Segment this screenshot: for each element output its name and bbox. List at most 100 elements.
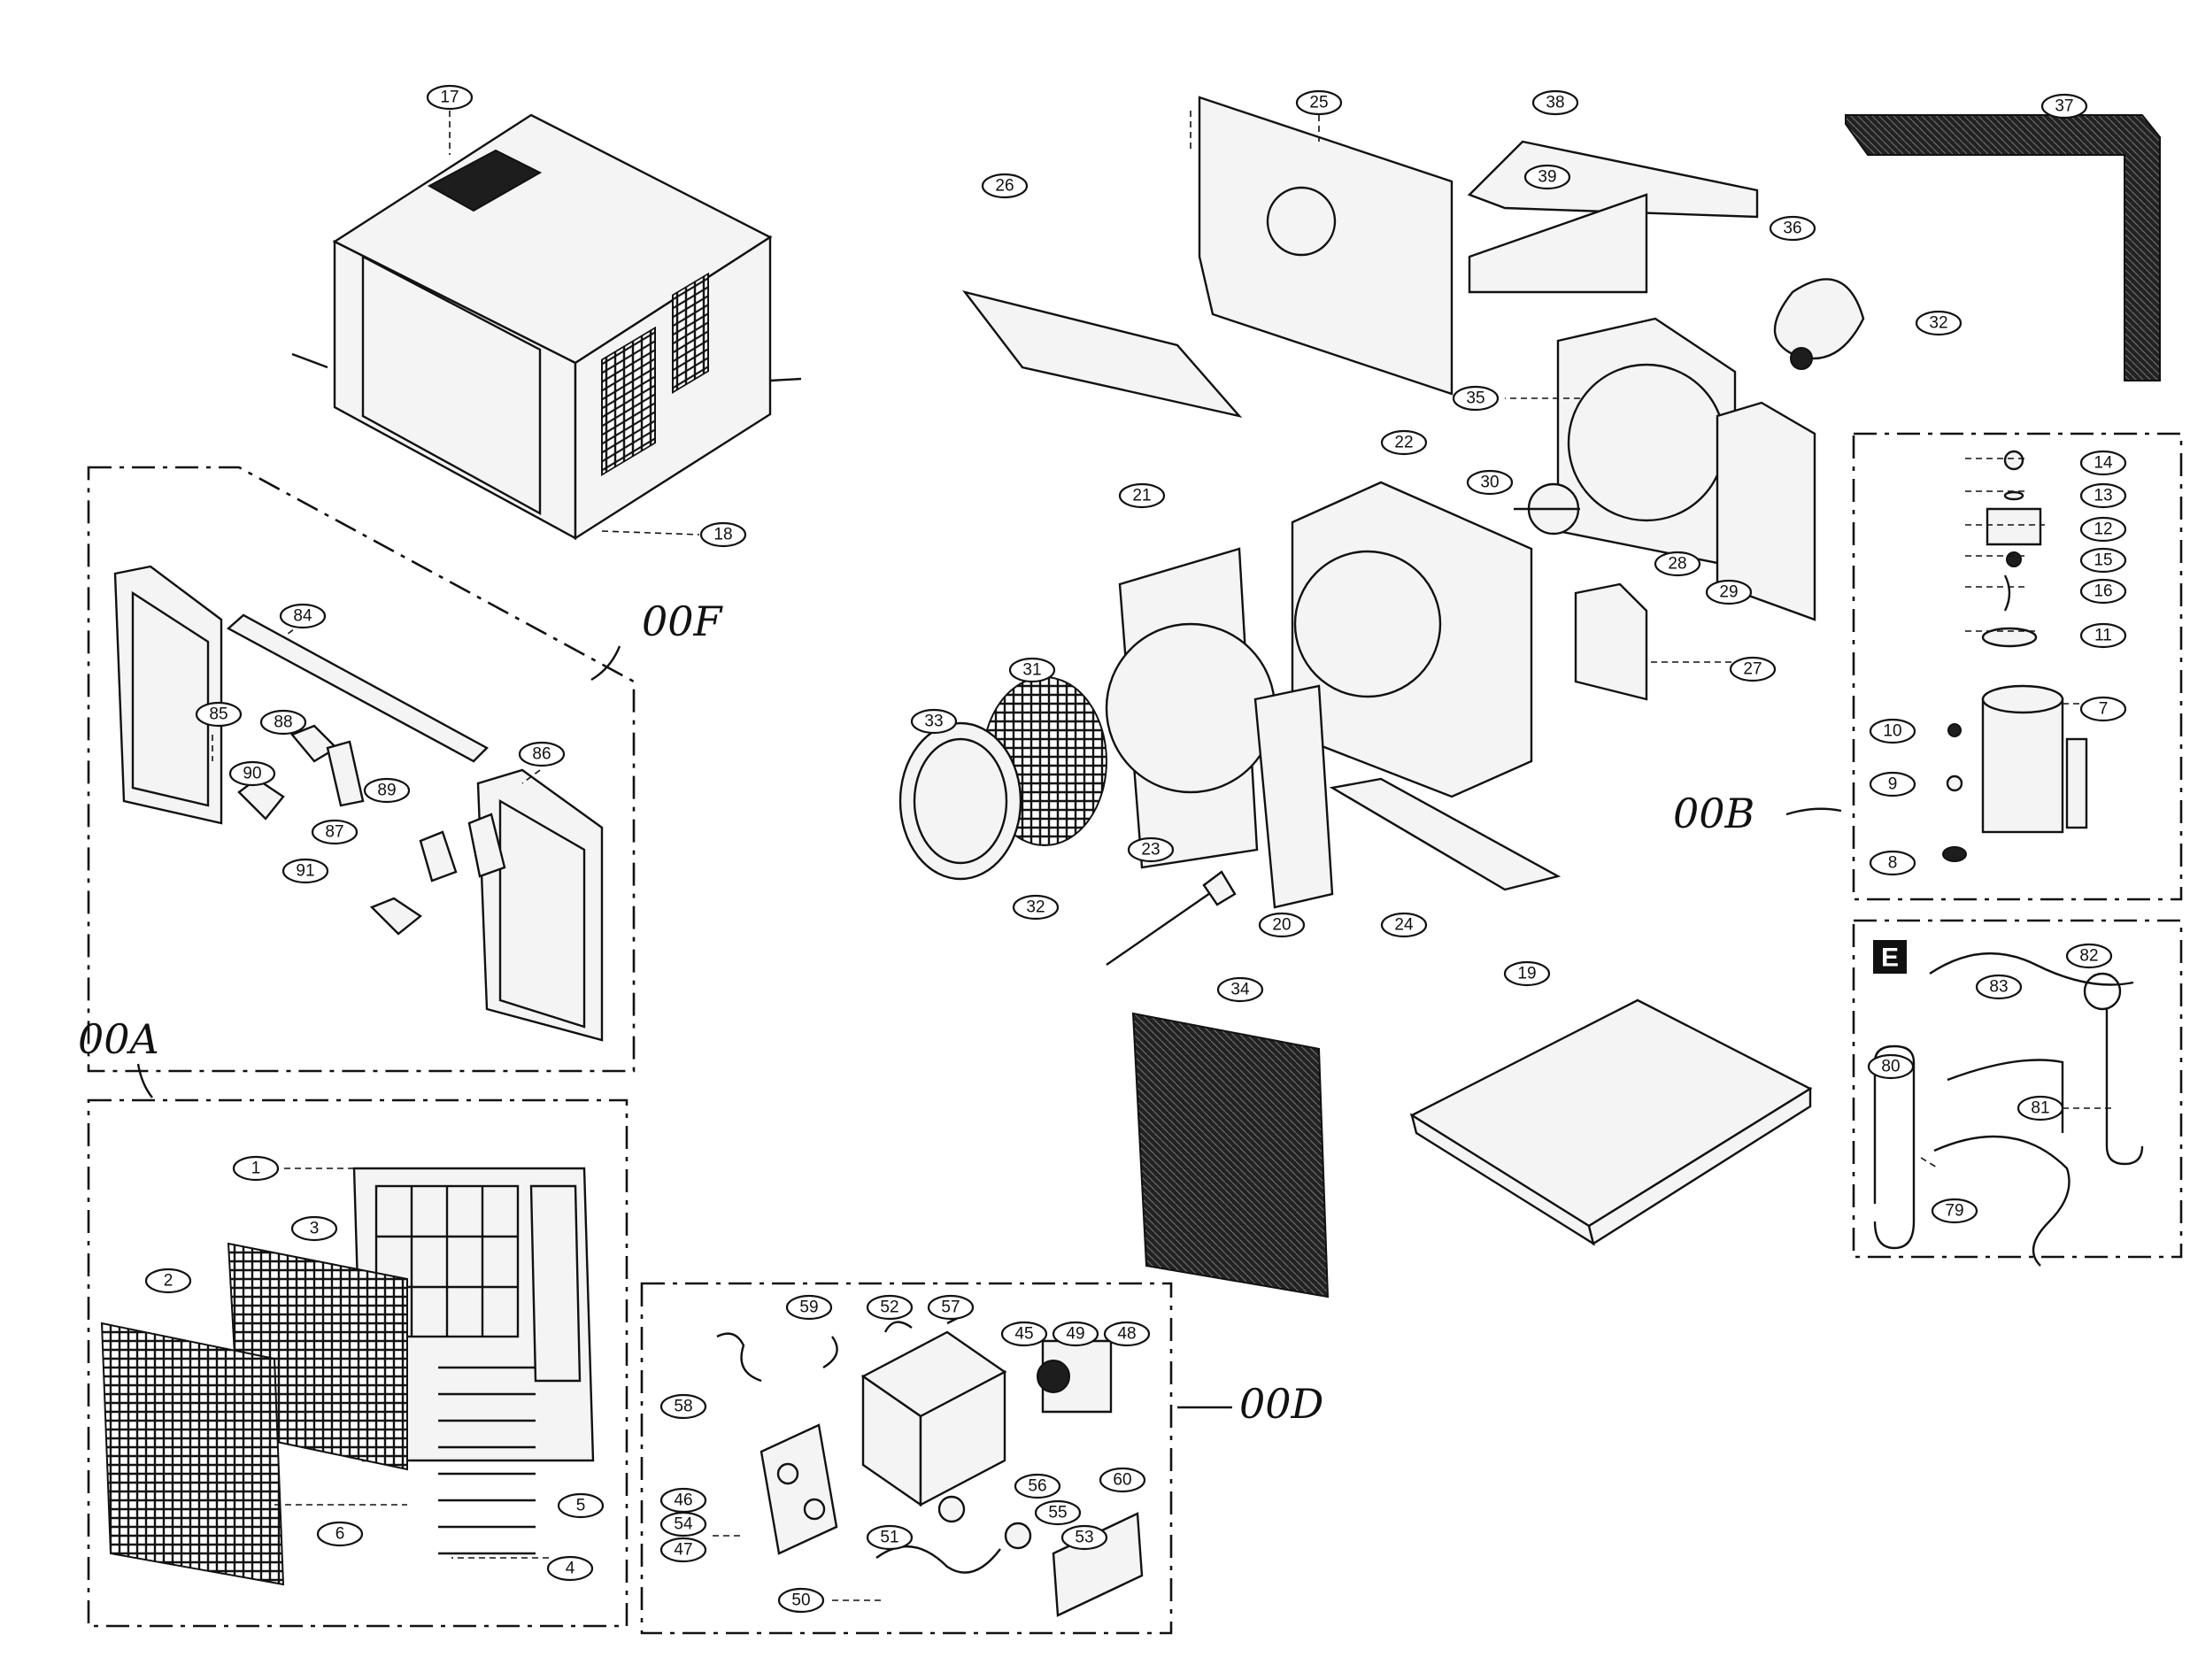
svg-text:14: 14 bbox=[2094, 454, 2113, 473]
callout-57: 57 bbox=[927, 1294, 975, 1321]
svg-text:31: 31 bbox=[1022, 661, 1041, 680]
svg-text:22: 22 bbox=[1394, 434, 1413, 452]
callout-35: 35 bbox=[1452, 385, 1500, 412]
callout-81: 81 bbox=[2016, 1095, 2064, 1121]
svg-text:57: 57 bbox=[941, 1299, 960, 1317]
callout-10: 10 bbox=[1869, 718, 1916, 744]
callout-51: 51 bbox=[866, 1524, 914, 1551]
svg-text:32: 32 bbox=[1929, 314, 1947, 333]
svg-text:26: 26 bbox=[995, 177, 1014, 196]
callout-8: 8 bbox=[1869, 850, 1916, 876]
callout-34: 34 bbox=[1216, 976, 1264, 1003]
callout-79: 79 bbox=[1931, 1198, 1978, 1224]
callout-59: 59 bbox=[785, 1294, 833, 1321]
section-badge-e: E bbox=[1873, 940, 1907, 974]
callout-89: 89 bbox=[363, 777, 411, 804]
svg-text:4: 4 bbox=[566, 1560, 575, 1578]
svg-text:88: 88 bbox=[274, 713, 292, 732]
group-label-00D: 00D bbox=[1239, 1380, 1323, 1428]
leader-lines bbox=[212, 104, 2116, 1601]
callout-20: 20 bbox=[1258, 912, 1306, 938]
svg-text:36: 36 bbox=[1783, 220, 1801, 238]
svg-text:12: 12 bbox=[2094, 520, 2112, 539]
svg-text:47: 47 bbox=[674, 1541, 692, 1560]
callout-18: 18 bbox=[699, 521, 747, 548]
svg-text:8: 8 bbox=[1888, 854, 1898, 873]
svg-text:30: 30 bbox=[1480, 474, 1499, 492]
svg-text:58: 58 bbox=[674, 1398, 692, 1416]
callout-23: 23 bbox=[1127, 836, 1175, 863]
svg-text:6: 6 bbox=[335, 1525, 345, 1544]
svg-text:60: 60 bbox=[1113, 1471, 1131, 1490]
callout-82: 82 bbox=[2065, 943, 2113, 969]
svg-text:59: 59 bbox=[799, 1299, 818, 1317]
callout-48: 48 bbox=[1103, 1321, 1151, 1347]
callout-26: 26 bbox=[981, 173, 1029, 199]
svg-text:13: 13 bbox=[2094, 487, 2112, 505]
callout-22: 22 bbox=[1380, 429, 1428, 456]
group-box-00D bbox=[640, 1282, 1173, 1635]
svg-text:27: 27 bbox=[1743, 660, 1762, 679]
group-label-00F: 00F bbox=[642, 597, 724, 645]
callout-60: 60 bbox=[1099, 1467, 1146, 1493]
callout-32: 32 bbox=[1012, 894, 1060, 921]
callout-32-top: 32 bbox=[1915, 310, 1963, 336]
callout-88: 88 bbox=[259, 709, 307, 736]
svg-text:46: 46 bbox=[674, 1491, 692, 1510]
svg-text:53: 53 bbox=[1075, 1529, 1093, 1547]
callout-49: 49 bbox=[1052, 1321, 1099, 1347]
callout-87: 87 bbox=[311, 819, 359, 845]
svg-text:19: 19 bbox=[1517, 965, 1536, 983]
svg-text:28: 28 bbox=[1668, 555, 1686, 574]
callout-16: 16 bbox=[2079, 578, 2127, 605]
svg-text:34: 34 bbox=[1230, 981, 1250, 999]
callout-25: 25 bbox=[1295, 89, 1343, 116]
callout-12: 12 bbox=[2079, 516, 2127, 543]
svg-text:24: 24 bbox=[1394, 916, 1414, 935]
callout-55: 55 bbox=[1034, 1499, 1082, 1526]
group-label-00F-pointer bbox=[590, 645, 621, 682]
svg-text:37: 37 bbox=[2055, 97, 2073, 116]
svg-text:15: 15 bbox=[2094, 551, 2112, 570]
callout-31: 31 bbox=[1008, 657, 1056, 683]
callout-2: 2 bbox=[144, 1268, 192, 1294]
svg-text:20: 20 bbox=[1272, 916, 1291, 935]
callout-45: 45 bbox=[1000, 1321, 1048, 1347]
condenser-fan-assembly bbox=[1467, 140, 1865, 701]
svg-text:51: 51 bbox=[880, 1529, 898, 1547]
callout-33: 33 bbox=[910, 708, 958, 735]
callout-27: 27 bbox=[1729, 656, 1777, 682]
svg-text:83: 83 bbox=[1989, 978, 2008, 997]
callout-1: 1 bbox=[232, 1155, 280, 1182]
callout-39: 39 bbox=[1523, 164, 1571, 190]
svg-text:17: 17 bbox=[440, 89, 459, 107]
svg-text:54: 54 bbox=[674, 1515, 693, 1534]
callout-5: 5 bbox=[557, 1492, 605, 1519]
group-box-E bbox=[1852, 919, 2183, 1259]
svg-text:33: 33 bbox=[924, 713, 943, 731]
svg-text:35: 35 bbox=[1466, 389, 1484, 408]
svg-text:29: 29 bbox=[1719, 583, 1738, 602]
svg-text:11: 11 bbox=[2094, 627, 2112, 645]
svg-text:91: 91 bbox=[296, 862, 314, 881]
louvers bbox=[438, 1366, 536, 1555]
callout-30: 30 bbox=[1466, 469, 1514, 496]
svg-text:89: 89 bbox=[377, 782, 396, 800]
callout-90: 90 bbox=[228, 760, 276, 787]
callout-50: 50 bbox=[777, 1587, 825, 1614]
svg-text:3: 3 bbox=[310, 1220, 320, 1238]
callout-85: 85 bbox=[195, 701, 243, 728]
callout-54: 54 bbox=[659, 1511, 707, 1537]
group-label-00A-pointer bbox=[136, 1063, 153, 1098]
callout-29: 29 bbox=[1705, 579, 1753, 605]
callout-21: 21 bbox=[1118, 482, 1166, 509]
svg-text:48: 48 bbox=[1117, 1325, 1136, 1344]
callout-58: 58 bbox=[659, 1393, 707, 1420]
svg-text:5: 5 bbox=[576, 1497, 586, 1515]
compressor-assembly bbox=[1942, 450, 2088, 862]
callout-56: 56 bbox=[1014, 1473, 1061, 1499]
svg-text:9: 9 bbox=[1888, 775, 1898, 794]
svg-text:25: 25 bbox=[1309, 94, 1328, 112]
svg-text:87: 87 bbox=[325, 823, 343, 842]
